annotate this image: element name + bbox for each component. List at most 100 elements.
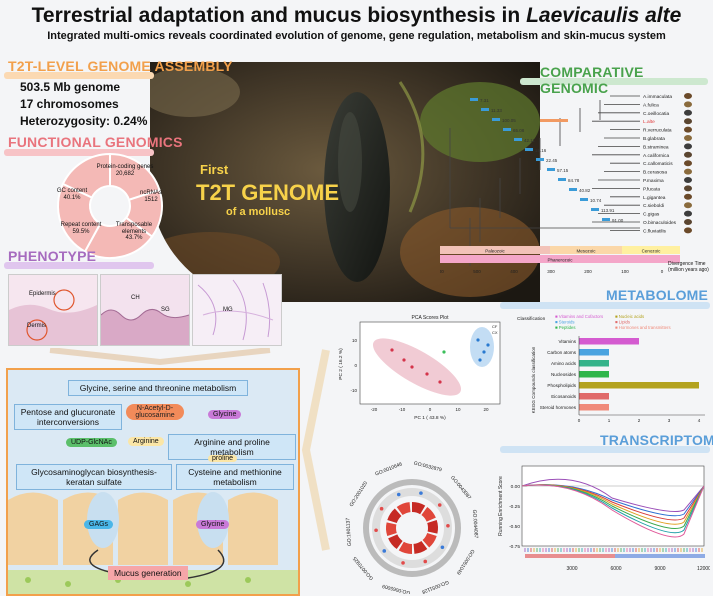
pca-ytick: -10 [350, 388, 357, 393]
gsea-ytick: 0.00 [511, 484, 521, 490]
pca-xtick: 20 [483, 407, 489, 412]
gsea-rank-cell [624, 554, 627, 558]
species-icon [684, 126, 692, 133]
node-label: 22.45 [546, 158, 558, 163]
pca-ytick: 0 [354, 363, 357, 368]
histology-panel-2: CH SG [100, 274, 190, 346]
species-icon [684, 151, 692, 158]
species-label: B.cerasosa [643, 170, 667, 176]
node-label: 11.33 [491, 108, 502, 113]
kegg-legend-item: ■ Hormones and transmitters [615, 325, 671, 330]
species-label: A.immaculata [643, 94, 672, 100]
era-bar [550, 246, 622, 254]
gsea-rank-cell [672, 554, 675, 558]
gsea-rank-cell [534, 554, 537, 558]
label-mg: MG [223, 307, 233, 313]
go-inner-segment [388, 534, 403, 550]
species-label: C.callomaticis [643, 161, 673, 167]
gsea-rank-cell [561, 554, 564, 558]
node-label: 65.08 [513, 128, 525, 133]
kegg-xtick: 3 [668, 418, 671, 422]
gsea-rank-cell [696, 554, 699, 558]
kegg-legend-item: ■ Peptides [555, 325, 576, 330]
pca-xtick: 0 [429, 407, 432, 412]
transcriptome-heading: TRANSCRIPTOME [600, 432, 713, 448]
species-label: L.gigantea [643, 195, 666, 201]
go-outer-ring [363, 479, 461, 577]
pca-ytick: 10 [352, 338, 358, 343]
node-expansion-bar [558, 178, 566, 181]
species-label: A.fulica [643, 102, 659, 108]
gsea-rank-cell [642, 554, 645, 558]
node-expansion-bar [547, 168, 555, 171]
gsea-rank-cell [600, 554, 603, 558]
assembly-heading: T2T-LEVEL GENOME ASSEMBLY [8, 58, 233, 74]
species-icon [684, 101, 692, 108]
axis-tick: 200 [584, 269, 592, 274]
go-inner-segment [398, 541, 412, 554]
eon-bar [440, 255, 680, 263]
node-expansion-bar [514, 138, 522, 141]
go-term-label: GO:0044087 [471, 510, 479, 539]
gsea-rank-cell [699, 554, 702, 558]
pca-point-cf [402, 358, 406, 362]
label-dermis: Dermis [27, 323, 46, 329]
node-label: 91.00 [612, 218, 624, 223]
gsea-rank-cell [564, 554, 567, 558]
node-expansion-bar [536, 158, 544, 161]
gsea-xtick: 3000 [566, 566, 577, 572]
species-icon [684, 185, 692, 192]
species-icon [684, 227, 692, 234]
gsea-rank-cell [582, 554, 585, 558]
kegg-bar [579, 349, 609, 356]
gsea-rank-cell [540, 554, 543, 558]
species-icon [684, 177, 692, 183]
species-label: B.straminea [643, 144, 669, 150]
kegg-xtick: 2 [638, 418, 641, 422]
assembly-stat-heterozygosity: Heterozygosity: 0.24% [20, 114, 148, 128]
go-gene-dot [379, 506, 384, 511]
functional-donut [57, 152, 163, 259]
tree-axis-label: Divergence Time (million years ago) [668, 261, 709, 273]
gsea-ylabel: Running Enrichment Score [498, 476, 504, 536]
gsea-series-line [521, 478, 705, 512]
gsea-rank-cell [576, 554, 579, 558]
node-expansion-bar [602, 218, 610, 221]
gsea-rank-cell [528, 554, 531, 558]
pca-point-cx [476, 338, 480, 342]
kegg-category-label: Vitamins [558, 339, 576, 344]
species-label: C.oeillocatia [643, 111, 669, 117]
gsea-rank-cell [663, 554, 666, 558]
species-icon [684, 202, 692, 209]
kegg-category-label: Phospholipids [547, 383, 576, 388]
pca-point-cf [438, 380, 442, 384]
go-inner-segment [412, 502, 426, 515]
label-ch: CH [131, 295, 140, 301]
axis-tick: 0 [661, 269, 664, 274]
gsea-rank-cell [648, 554, 651, 558]
gsea-rank-cell [537, 554, 540, 558]
kegg-ylabel: KEGG Compounds classification [531, 346, 536, 413]
phenotype-heading: PHENOTYPE [8, 248, 97, 264]
metabolite-glcnac: N-Acetyl-D-glucosamine [126, 404, 184, 420]
gsea-rank-cell [669, 554, 672, 558]
gsea-rank-cell [525, 554, 528, 558]
node-label: 100.05 [502, 118, 516, 123]
comparative-heading: COMPARATIVE GENOMIC [540, 64, 644, 96]
assembly-band [4, 72, 154, 79]
node-label: 113.91 [601, 208, 615, 213]
node-expansion-bar [525, 148, 533, 151]
gsea-rank-cell [597, 554, 600, 558]
kegg-category-label: Steroid hormones [540, 405, 577, 410]
species-icon [684, 109, 692, 116]
go-term-label: GO:0032879 [413, 461, 442, 474]
kegg-xtick: 0 [578, 418, 581, 422]
species-icon [684, 135, 692, 141]
kegg-bar-chart: Classification■ Vitamins and Cofactors■ … [517, 314, 705, 422]
gsea-rank-cell [543, 554, 546, 558]
photo-caption-t2t: T2T GENOME [196, 180, 340, 205]
slug-photo [150, 62, 540, 302]
pca-point-cx [486, 343, 490, 347]
